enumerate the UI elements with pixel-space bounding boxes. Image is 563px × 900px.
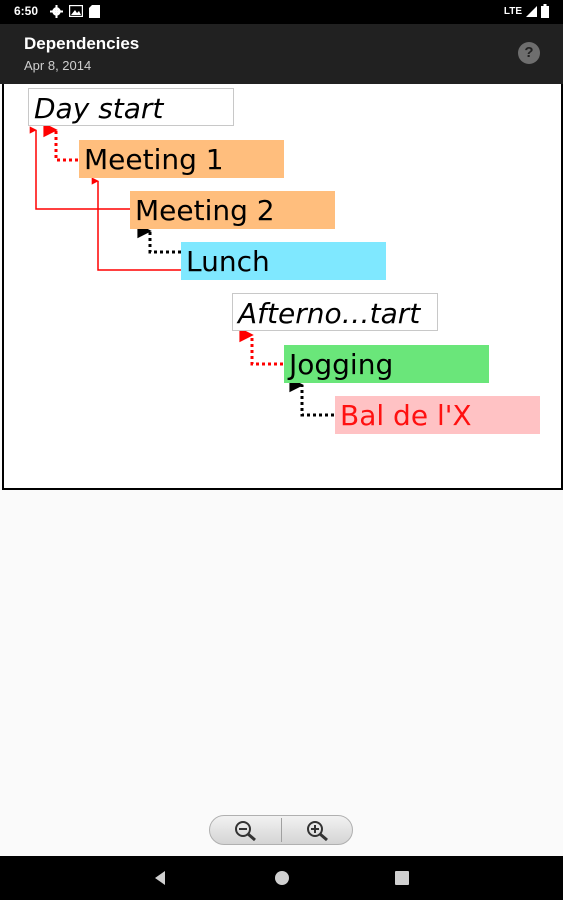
photo-icon xyxy=(69,5,83,17)
signal-icon xyxy=(526,5,537,17)
network-type: LTE xyxy=(503,5,522,17)
zoom-out-icon xyxy=(234,821,256,841)
settings-icon xyxy=(50,5,63,18)
task-meeting-1[interactable]: Meeting 1 xyxy=(79,140,284,178)
status-time: 6:50 xyxy=(14,4,39,18)
recents-button[interactable] xyxy=(392,868,412,888)
navigation-bar xyxy=(0,856,563,900)
task-meeting-2[interactable]: Meeting 2 xyxy=(130,191,335,229)
dependency-canvas[interactable]: Day start Meeting 1 Meeting 2 Lunch Afte… xyxy=(2,84,563,490)
status-bar: 6:50 LTE xyxy=(0,0,563,24)
app-title: Dependencies xyxy=(24,34,140,53)
app-bar: Dependencies Apr 8, 2014 ? xyxy=(0,24,563,84)
zoom-divider xyxy=(281,818,282,842)
zoom-out-button[interactable] xyxy=(210,816,281,844)
dependency-meeting2-lunch xyxy=(137,223,181,254)
sd-card-icon xyxy=(89,5,100,18)
task-afternoon-start[interactable]: Afterno…tart xyxy=(232,293,438,331)
task-label: Meeting 2 xyxy=(135,194,275,227)
task-label: Jogging xyxy=(289,348,394,381)
dependency-lines xyxy=(29,122,334,417)
home-icon xyxy=(275,871,289,885)
back-icon xyxy=(155,871,165,885)
task-label: Lunch xyxy=(186,245,270,278)
zoom-in-button[interactable] xyxy=(282,816,352,844)
task-label: Afterno…tart xyxy=(238,297,421,330)
dependency-meeting1-lunch xyxy=(91,177,181,271)
status-system-icons: LTE xyxy=(504,4,549,18)
task-lunch[interactable]: Lunch xyxy=(181,242,386,280)
zoom-in-icon xyxy=(306,821,328,841)
battery-icon xyxy=(541,4,549,18)
zoom-controls xyxy=(209,815,353,845)
home-button[interactable] xyxy=(272,868,292,888)
task-label: Meeting 1 xyxy=(84,143,224,176)
dependency-daystart-meeting1 xyxy=(43,122,78,162)
task-day-start[interactable]: Day start xyxy=(28,88,234,126)
task-label: Day start xyxy=(34,92,164,125)
task-bal-de-lx[interactable]: Bal de l'X xyxy=(335,396,540,434)
task-jogging[interactable]: Jogging xyxy=(284,345,489,383)
status-notification-icons xyxy=(50,5,100,18)
app-subtitle: Apr 8, 2014 xyxy=(24,58,92,73)
task-label: Bal de l'X xyxy=(340,399,472,432)
help-icon[interactable]: ? xyxy=(518,42,540,64)
dependency-jogging-bal xyxy=(289,377,334,417)
dependency-afternoonstart-jogging xyxy=(239,327,283,366)
recents-icon xyxy=(395,871,409,885)
back-button[interactable] xyxy=(150,868,170,888)
